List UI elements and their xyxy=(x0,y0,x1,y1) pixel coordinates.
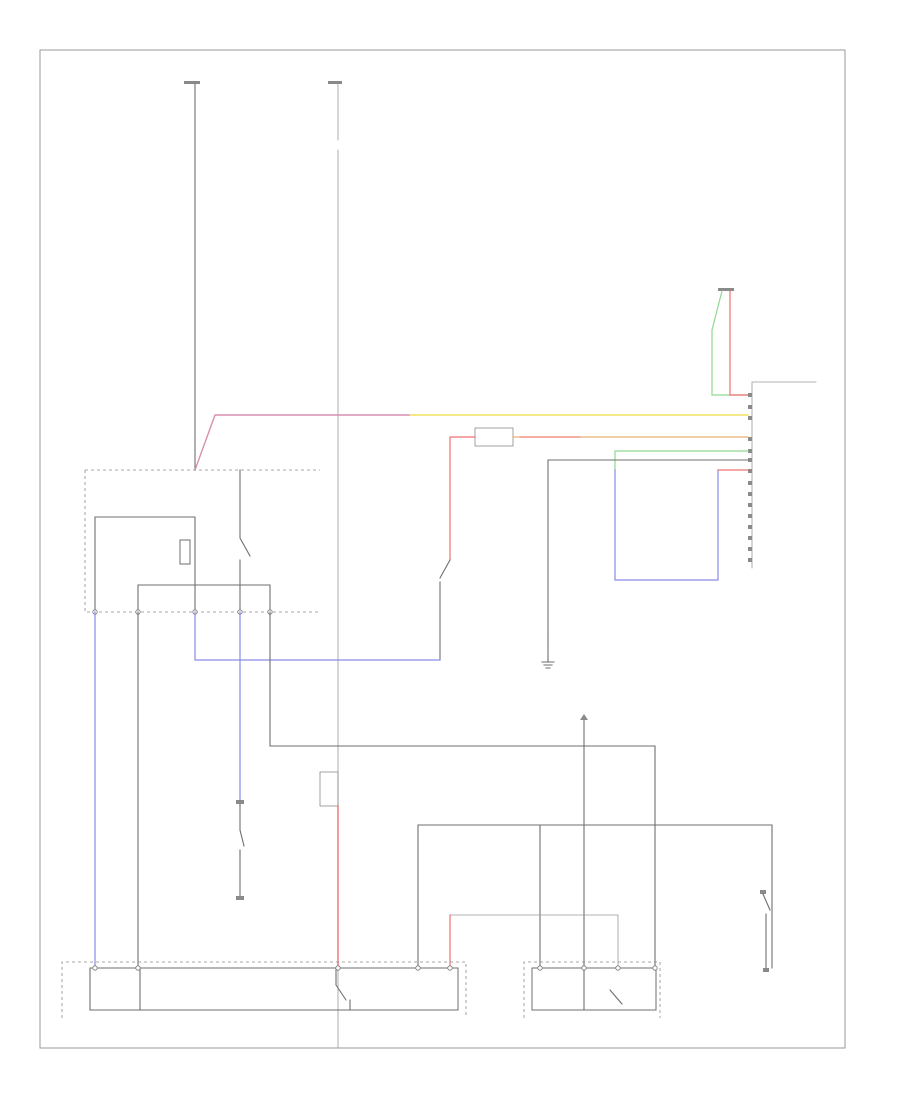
wire-pink-feed xyxy=(194,414,411,471)
fuse-box-terminals xyxy=(92,609,273,615)
wire-blue-sensor-loop xyxy=(614,469,719,581)
tcm-connector-top xyxy=(718,288,734,291)
ground-1 xyxy=(541,639,555,669)
wire-black-junction-loop xyxy=(269,611,656,969)
bottom-left-module xyxy=(61,961,467,1018)
fuse-box-left xyxy=(84,469,320,613)
bottom-right-module xyxy=(523,961,661,1018)
junction xyxy=(580,714,588,969)
switch-1 xyxy=(239,469,251,613)
wire-blue-horizontal xyxy=(194,611,441,661)
fuse-box-inner xyxy=(94,516,196,613)
wire-gray-bottom-thin xyxy=(449,914,619,969)
wire-green-sensor xyxy=(614,450,749,471)
tcm-connector-body xyxy=(748,381,817,569)
wire-black-loop-fusebox xyxy=(137,584,271,613)
right-component xyxy=(760,890,771,972)
wire-red-relay-left xyxy=(449,436,476,561)
wire-black-bottom-top xyxy=(417,824,773,969)
fuse-top-left xyxy=(184,81,200,84)
fuse-top-mid xyxy=(328,81,342,84)
wire-black-sensor xyxy=(547,459,749,641)
wire-red-top xyxy=(729,290,749,396)
fuse-box-relay-coil xyxy=(179,539,191,565)
switch-2 xyxy=(439,559,451,661)
switch-3 xyxy=(236,800,245,900)
diagram-frame xyxy=(39,49,846,1049)
bottom-terminals xyxy=(92,965,658,971)
relay-box xyxy=(474,427,514,447)
switch-4 xyxy=(319,771,339,969)
